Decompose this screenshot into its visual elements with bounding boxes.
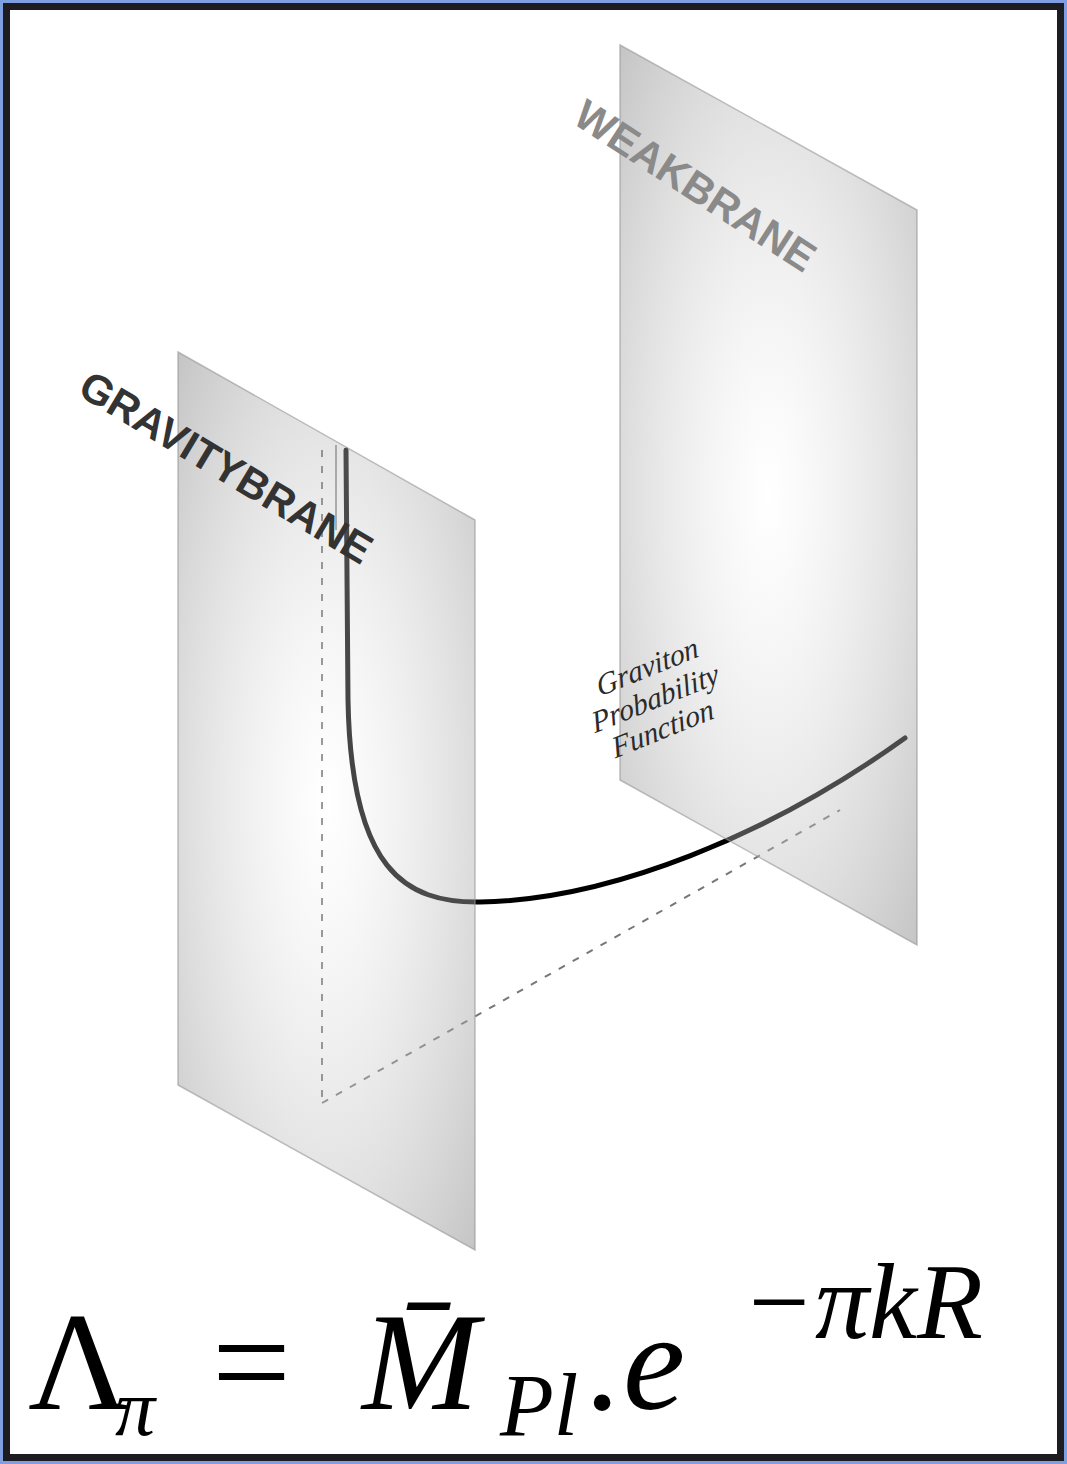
formula-symbol: Λ: [28, 1292, 130, 1432]
formula-symbol: .e: [588, 1292, 685, 1432]
brane: WEAKBRANE: [620, 45, 917, 945]
formula-symbol: =: [212, 1292, 291, 1432]
formula-subscript: π: [115, 1368, 155, 1448]
formula-symbol: M̄: [362, 1292, 479, 1432]
brane: GRAVITYBRANE: [178, 352, 475, 1250]
formula-subscript: Pl: [500, 1362, 578, 1450]
formula-superscript: −πkR: [742, 1248, 983, 1356]
